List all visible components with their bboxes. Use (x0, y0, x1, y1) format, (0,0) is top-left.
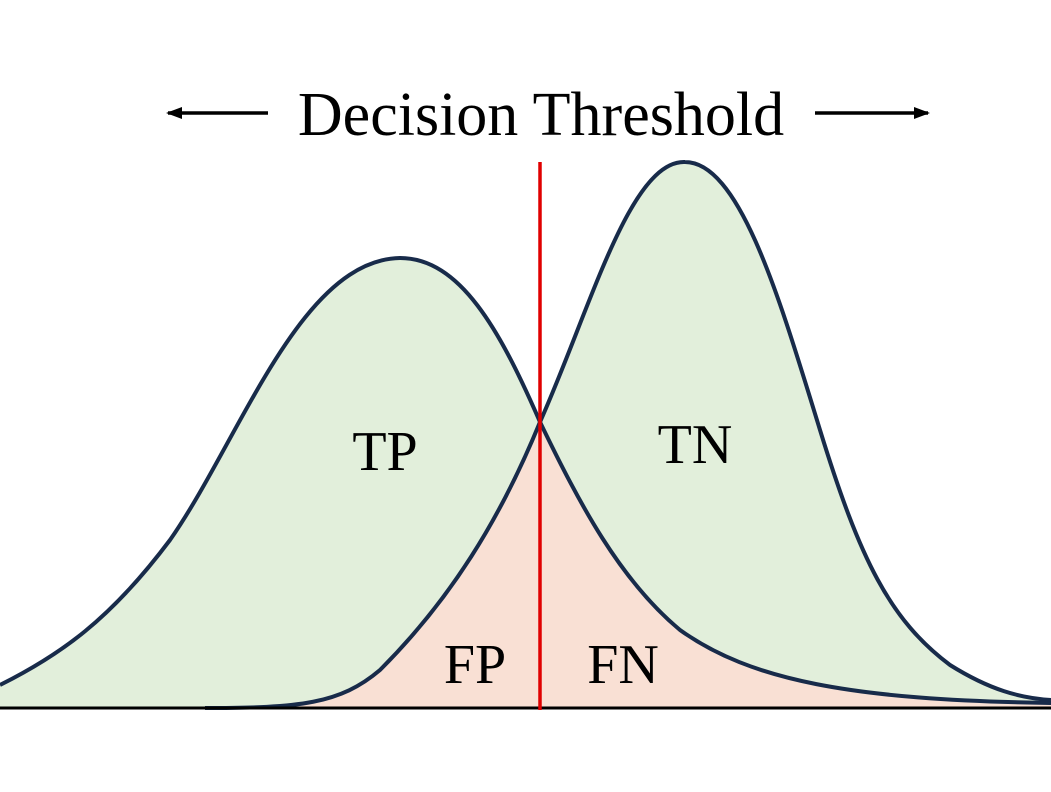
right-distribution-fill (205, 161, 1051, 708)
left-distribution-curve (0, 255, 1051, 705)
tp-label: TP (352, 421, 417, 483)
right-distribution-curve (204, 159, 1051, 710)
fp-label: FP (444, 634, 506, 696)
fn-label: FN (587, 634, 659, 696)
tn-label: TN (658, 414, 733, 476)
diagram-title: Decision Threshold (298, 81, 784, 149)
